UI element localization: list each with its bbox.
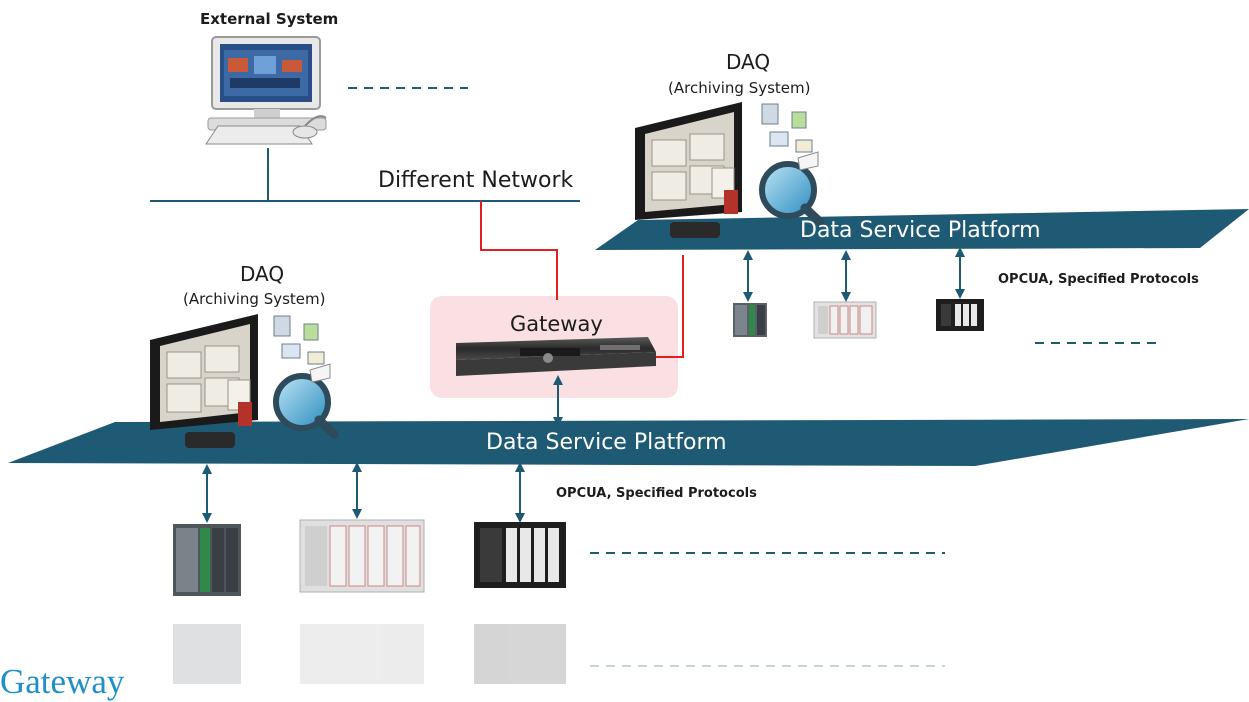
top-protocols-label: OPCUA, Specified Protocols xyxy=(998,272,1199,287)
top-platform-shape xyxy=(595,209,1249,250)
top-platform-label: Data Service Platform xyxy=(800,218,1041,243)
plc-device-icon-top-1 xyxy=(733,303,767,337)
plc-device-icon-bottom-3 xyxy=(474,522,566,588)
archive-server-icon-bottom xyxy=(150,314,339,448)
different-network-label: Different Network xyxy=(378,168,574,193)
bottom-platform-label: Data Service Platform xyxy=(486,430,727,455)
daq-bottom-title: DAQ xyxy=(240,262,285,286)
bottom-protocols-label: OPCUA, Specified Protocols xyxy=(556,486,757,501)
plc-device-icon-bottom-1 xyxy=(173,524,241,596)
daq-bottom-subtitle: (Archiving System) xyxy=(183,290,326,308)
daq-top-title: DAQ xyxy=(726,50,771,74)
gateway-network-link xyxy=(480,201,558,300)
plc-device-icon-bottom-2 xyxy=(299,519,425,593)
footer-title: Gateway xyxy=(0,662,125,701)
device-reflections xyxy=(173,624,566,684)
gateway-top-daq-link xyxy=(656,255,684,358)
gateway-label: Gateway xyxy=(510,312,603,336)
rack-server-icon xyxy=(456,337,656,376)
archive-server-icon-top xyxy=(635,102,825,238)
computer-icon xyxy=(205,36,327,145)
daq-top-subtitle: (Archiving System) xyxy=(668,79,811,97)
plc-device-icon-top-3 xyxy=(936,299,984,331)
bottom-platform-shape xyxy=(8,419,1249,466)
plc-device-icon-top-2 xyxy=(813,301,877,339)
external-system-label: External System xyxy=(200,10,339,28)
